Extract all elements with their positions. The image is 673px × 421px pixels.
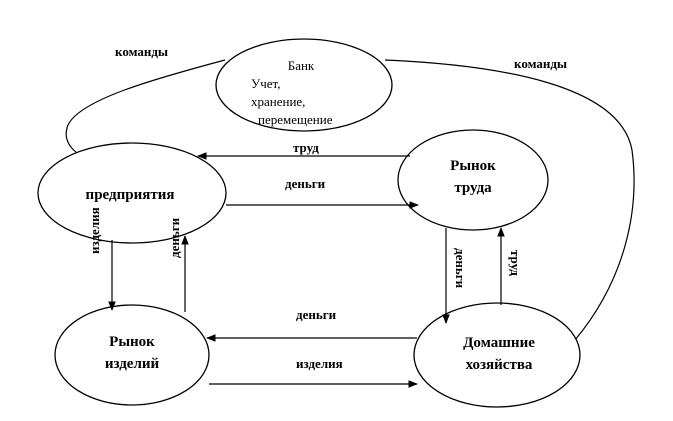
money-label-top: деньги [285,176,326,191]
goods-market-node [54,304,210,406]
money-label-left-vertical: деньги [167,217,182,258]
goods-label-left-vertical: изделия [87,207,102,254]
households-line-1: Домашние [463,335,535,351]
labor-label-right-vertical: труд [508,250,523,276]
bank-node [215,38,393,132]
goods-market-line-1: Рынок [109,334,155,350]
bank-line-1: Учет, [251,76,280,91]
labor-market-line-1: Рынок [450,158,496,174]
money-label-bottom: деньги [296,307,337,322]
goods-market-line-2: изделий [105,356,160,372]
bank-line-3: перемещение [258,112,333,127]
enterprises-node [37,142,227,244]
goods-label-bottom: изделия [296,356,343,371]
bank-line-2: хранение, [251,94,305,109]
bank-title: Банк [288,58,315,73]
commands-curve-left [65,59,226,156]
labor-market-node [397,129,549,231]
commands-curve-right [384,59,635,341]
households-node [413,302,581,408]
commands-label-right: команды [514,56,567,71]
labor-market-line-2: труда [454,180,492,196]
labor-label-top: труд [293,140,319,155]
commands-label-left: команды [115,44,168,59]
households-line-2: хозяйства [466,357,533,373]
money-label-right-vertical: деньги [453,248,468,289]
enterprises-label: предприятия [86,187,175,203]
